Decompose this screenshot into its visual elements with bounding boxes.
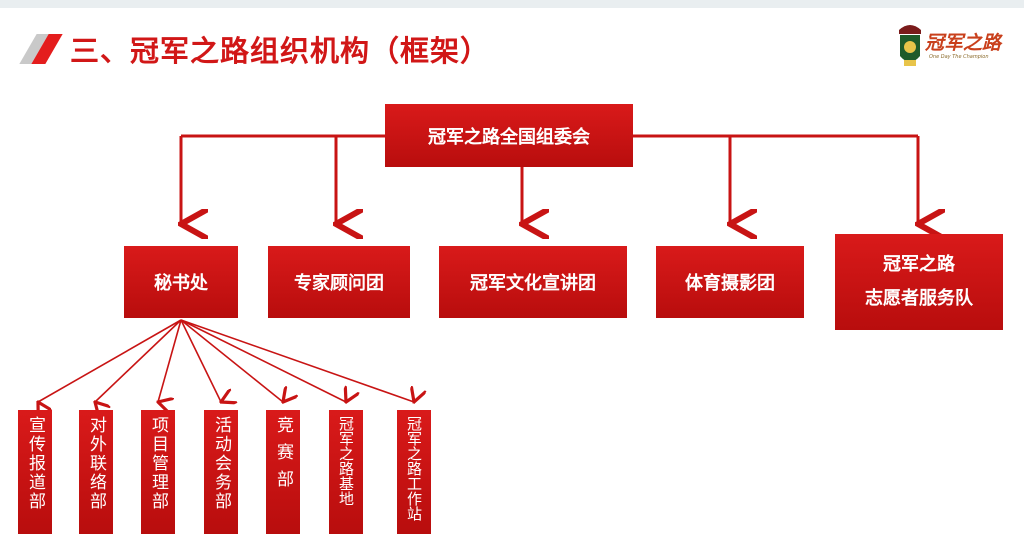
fan-3 [158,319,182,402]
volunteer-line-2: 志愿者服务队 [865,288,973,309]
unit-competition: 竞赛部 [266,410,300,534]
fan-1 [38,319,182,402]
dept-secretariat: 秘书处 [124,246,238,318]
unit-workstation: 冠军之路工作站 [397,410,431,534]
fan-6 [180,319,346,402]
logo-title: 冠军之路 [925,32,1002,54]
unit-events: 活动会务部 [204,410,238,534]
fan-2 [95,319,182,402]
champion-logo: One Day The Champion 冠军之路 One Day The Ch… [895,20,1017,72]
root-committee: 冠军之路全国组委会 [385,104,633,167]
logo-subtitle: One Day The Champion [929,54,989,60]
unit-external-liaison: 对外联络部 [79,410,113,534]
unit-project-management: 项目管理部 [141,410,175,534]
unit-publicity: 宣传报道部 [18,410,52,534]
dept-expert-advisors: 专家顾问团 [268,246,410,318]
fan-7 [180,319,414,402]
dept-volunteer-team: 冠军之路 志愿者服务队 [835,234,1003,330]
top-bar [0,0,1024,8]
unit-base: 冠军之路基地 [329,410,363,534]
dept-sports-photography: 体育摄影团 [656,246,804,318]
volunteer-line-1: 冠军之路 [883,254,955,275]
page-title: 三、冠军之路组织机构（框架） [70,34,491,68]
crest-icon [899,25,921,66]
fan-4 [180,319,221,402]
dept-culture-lecture: 冠军文化宣讲团 [439,246,627,318]
fan-5 [180,319,283,402]
